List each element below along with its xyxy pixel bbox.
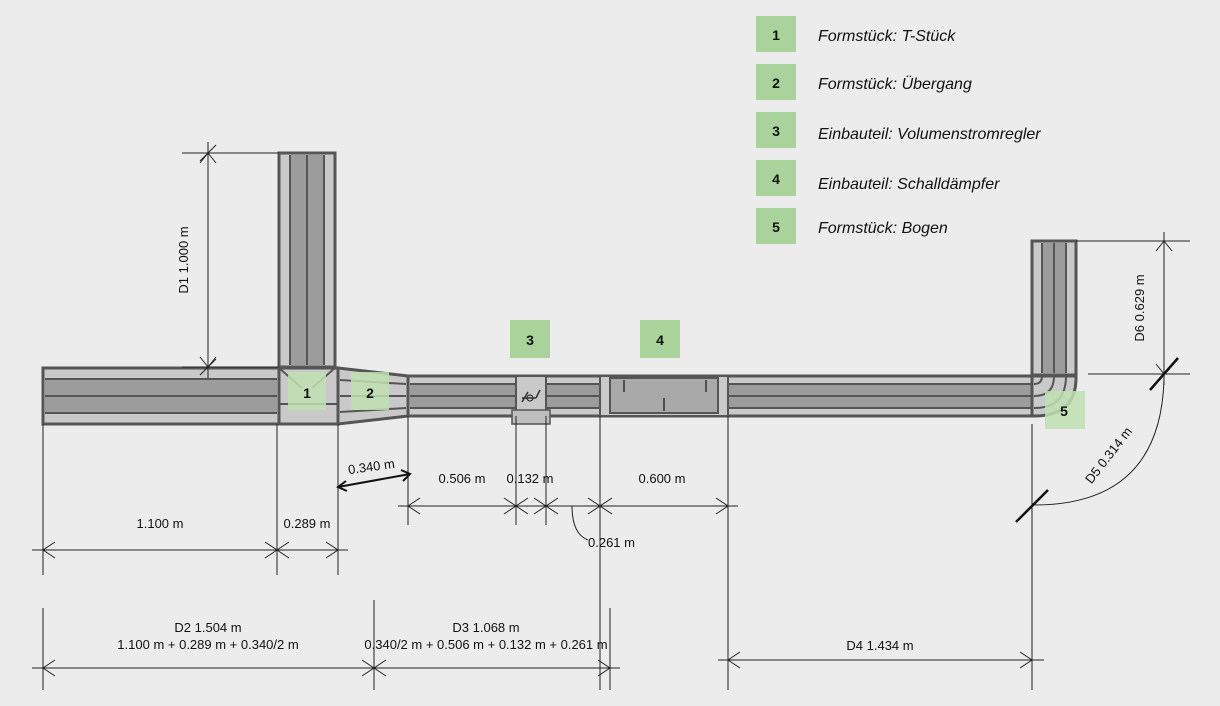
marker-5: 5: [1060, 403, 1068, 419]
legend-num-2: 2: [772, 75, 780, 91]
legend-text-5: Formstück: Bogen: [818, 220, 948, 237]
dim-d3-formula: 0.340/2 m + 0.506 m + 0.132 m + 0.261 m: [364, 637, 607, 652]
dim-d6: D6 0.629 m: [1132, 274, 1147, 341]
marker-3: 3: [526, 332, 534, 348]
legend-badge-5: [756, 208, 796, 244]
legend-text-3: Einbauteil: Volumenstromregler: [818, 126, 1041, 143]
dim-d2-title: D2 1.504 m: [174, 620, 241, 635]
legend-badge-3: [756, 112, 796, 148]
legend-num-3: 3: [772, 123, 780, 139]
dim-0506: 0.506 m: [439, 471, 486, 486]
dim-d1: D1 1.000 m: [176, 226, 191, 293]
marker-4: 4: [656, 332, 664, 348]
legend-num-1: 1: [772, 27, 780, 43]
legend-badge-4: [756, 160, 796, 196]
marker-1: 1: [303, 385, 311, 401]
dim-d4: D4 1.434 m: [846, 638, 913, 653]
legend-badge-2: [756, 64, 796, 100]
duct-network: [41, 151, 1078, 426]
dim-d3-title: D3 1.068 m: [452, 620, 519, 635]
dim-1100: 1.100 m: [137, 516, 184, 531]
marker-badge-5: [1045, 391, 1085, 429]
legend-num-5: 5: [772, 219, 780, 235]
dim-0340: 0.340 m: [347, 456, 396, 477]
dim-0261: 0.261 m: [588, 535, 635, 550]
dim-0600: 0.600 m: [639, 471, 686, 486]
legend-text-4: Einbauteil: Schalldämpfer: [818, 176, 1000, 193]
component-markers: 1 2 3 4 5: [288, 320, 1085, 429]
dim-d5: D5 0.314 m: [1082, 424, 1135, 486]
legend: 1 Formstück: T-Stück 2 Formstück: Überga…: [756, 16, 1041, 244]
marker-badge-3: [510, 320, 550, 358]
legend-text-1: Formstück: T-Stück: [818, 28, 956, 45]
marker-2: 2: [366, 385, 374, 401]
dim-0289: 0.289 m: [284, 516, 331, 531]
dim-d2-formula: 1.100 m + 0.289 m + 0.340/2 m: [117, 637, 298, 652]
dim-0132: 0.132 m: [507, 471, 554, 486]
legend-badge-1: [756, 16, 796, 52]
marker-badge-2: [351, 372, 389, 410]
marker-badge-1: [288, 372, 326, 410]
legend-num-4: 4: [772, 171, 780, 187]
legend-text-2: Formstück: Übergang: [818, 75, 972, 93]
marker-badge-4: [640, 320, 680, 358]
